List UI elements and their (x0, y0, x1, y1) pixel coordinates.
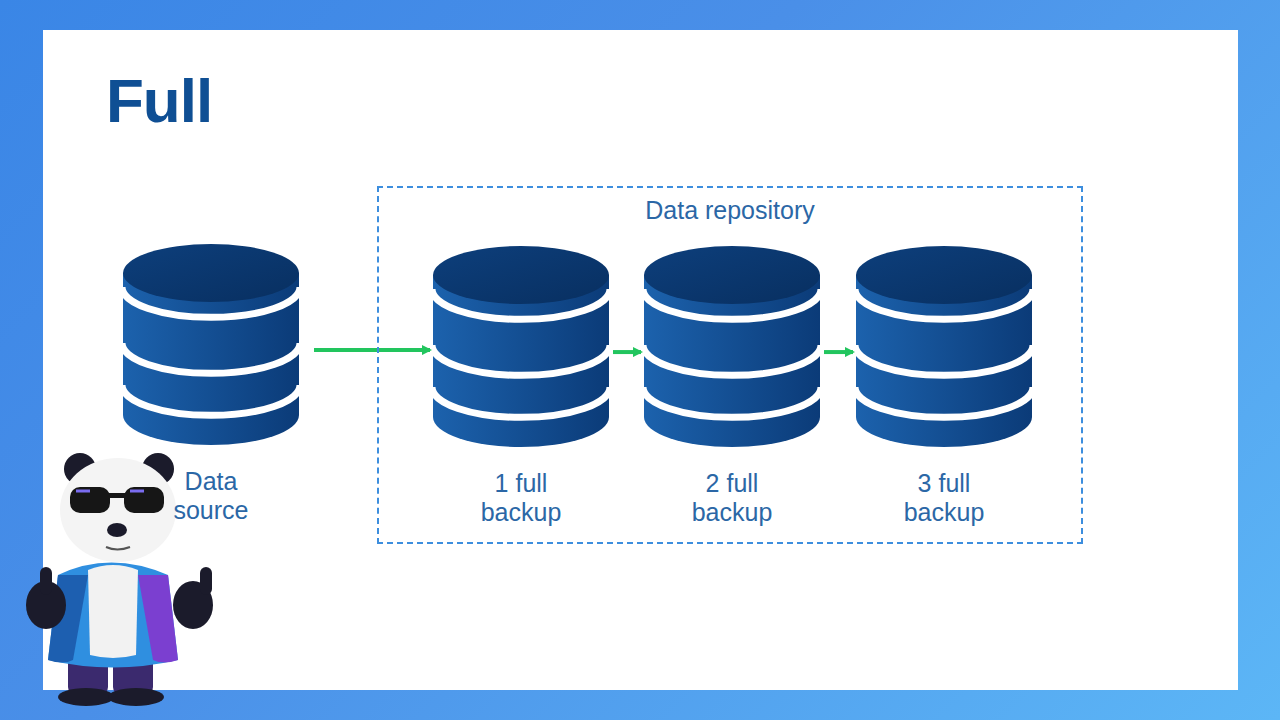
node-label: 3 full backup (888, 469, 1000, 527)
database-node: Data source (122, 243, 300, 445)
flow-arrow (613, 350, 641, 354)
database-cylinder (855, 245, 1033, 447)
database-node: 1 full backup (432, 245, 610, 447)
node-label: Data source (155, 467, 267, 525)
repository-region: Data repository1 full backup2 full backu… (377, 186, 1083, 544)
node-label-wrap: 3 full backup (835, 469, 1053, 527)
database-cylinder (432, 245, 610, 447)
node-label-wrap: 1 full backup (412, 469, 630, 527)
slide-title: Full (106, 70, 212, 132)
flow-arrow (314, 348, 430, 352)
node-label-wrap: Data source (102, 467, 320, 525)
database-node: 3 full backup (855, 245, 1033, 447)
node-label: 1 full backup (465, 469, 577, 527)
database-cylinder (122, 243, 300, 445)
node-label-wrap: 2 full backup (623, 469, 841, 527)
flow-arrow (824, 350, 853, 354)
node-label: 2 full backup (676, 469, 788, 527)
database-node: 2 full backup (643, 245, 821, 447)
database-cylinder (643, 245, 821, 447)
region-label: Data repository (379, 196, 1081, 225)
